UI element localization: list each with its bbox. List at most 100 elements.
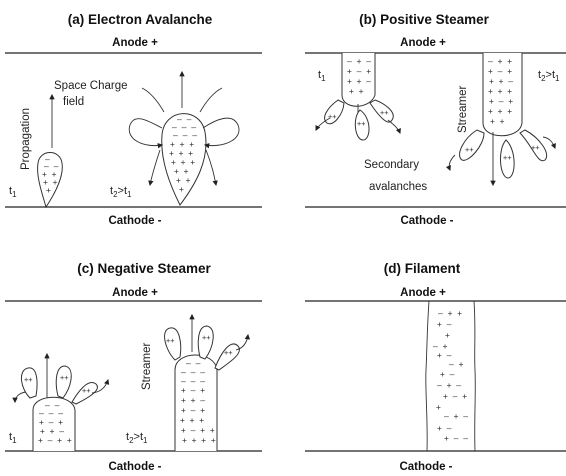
secondary-avalanche xyxy=(56,366,71,398)
secondary-label: Secondary xyxy=(364,159,419,171)
filament-left-edge xyxy=(426,301,429,451)
charge-plus: + – + xyxy=(39,418,63,427)
charge-minus: – + xyxy=(433,342,448,351)
panel-b-t1-label: t1 xyxy=(318,69,326,83)
field-line-topright xyxy=(200,88,222,112)
field-loop-right xyxy=(203,118,239,145)
charge-plus: + + + + xyxy=(182,436,216,445)
charge-plus: + + + xyxy=(170,140,194,149)
panel-b-cathode-label: Cathode - xyxy=(400,215,453,227)
charge-minus: – – – xyxy=(39,409,63,418)
charge-plus: + xyxy=(436,403,441,412)
panel-b-t2-label: t2>t1 xyxy=(538,69,560,83)
filament-right-edge xyxy=(474,301,475,451)
filament-charges: – + + + – + – + + – – + + – – + – + – + … xyxy=(433,309,468,443)
field-line-topleft xyxy=(142,88,164,112)
charge-plus: + – xyxy=(440,370,455,379)
charge-plus: + + xyxy=(176,176,191,185)
charge-plus: + + + xyxy=(180,416,204,425)
panel-d-cathode-label: Cathode - xyxy=(399,461,452,473)
charge-plus: + + xyxy=(174,167,189,176)
secondary-arrow xyxy=(388,120,400,133)
charge-plus: ++ xyxy=(166,337,174,345)
charge-plus: ++ xyxy=(328,113,336,121)
panel-c-t2-label: t2>t1 xyxy=(126,431,148,445)
panel-c-t1-label: t1 xyxy=(9,431,17,445)
panel-c-cathode-label: Cathode - xyxy=(108,461,161,473)
panel-b-title: (b) Positive Steamer xyxy=(359,12,490,27)
charge-plus: + – + xyxy=(488,67,512,76)
charge-plus: + – xyxy=(437,320,452,329)
charge-plus: + + – xyxy=(347,77,371,86)
charge-plus: + xyxy=(46,186,51,195)
charge-minus: – – – xyxy=(181,368,205,377)
panel-c: (c) Negative Steamer Anode + Cathode - –… xyxy=(5,261,262,473)
charge-plus: + + + xyxy=(488,87,512,96)
charge-plus: ++ xyxy=(380,109,388,117)
charge-plus: ++ xyxy=(60,374,68,382)
charge-plus: + + – xyxy=(181,396,205,405)
charge-plus: + – + xyxy=(489,97,513,106)
charge-plus: + – + xyxy=(181,386,205,395)
charge-plus: ++ xyxy=(357,120,365,128)
charge-plus: + + + xyxy=(488,107,512,116)
secondary-arrow xyxy=(543,137,555,148)
charge-plus: + + + xyxy=(171,158,195,167)
charge-plus: + + – xyxy=(489,77,513,86)
charge-minus: – – – xyxy=(173,131,197,140)
charge-plus: + + – xyxy=(40,427,64,436)
propagation-label: Propagation xyxy=(20,108,32,170)
secondary-avalanche xyxy=(198,326,213,359)
panel-d: (d) Filament Anode + Cathode - – + + + –… xyxy=(305,261,566,473)
panel-a-anode-label: Anode + xyxy=(112,37,158,49)
charge-minus: – – – xyxy=(181,377,205,386)
charge-plus: + xyxy=(179,185,184,194)
charge-plus: – + xyxy=(449,360,464,369)
panel-c-streamer-label: Streamer xyxy=(141,343,153,390)
field-line-bottomleft xyxy=(150,150,160,185)
charge-minus: – – xyxy=(186,359,201,368)
panel-b-streamer-label: Streamer xyxy=(457,86,469,133)
long-streamer-charges: – + + + – + + + – + + + + – + + + + + + xyxy=(488,57,513,126)
panel-a-t1-label: t1 xyxy=(9,185,17,199)
charge-plus: + – xyxy=(437,351,452,360)
charge-plus: + + xyxy=(349,87,364,96)
charge-plus: ++ xyxy=(224,349,232,357)
charge-plus: + + + xyxy=(169,149,193,158)
charge-plus: ++ xyxy=(202,334,210,342)
field-line-bottomright xyxy=(206,150,216,185)
panel-a-cathode-label: Cathode - xyxy=(108,215,161,227)
panel-a-title: (a) Electron Avalanche xyxy=(68,12,213,27)
charge-minus: – + – xyxy=(444,412,468,421)
panel-a-t2-label: t2>t1 xyxy=(110,185,132,199)
space-charge-label: Space Charge xyxy=(54,80,128,92)
charge-plus: + – + xyxy=(181,406,205,415)
charge-plus: ++ xyxy=(82,387,90,395)
panel-b-anode-label: Anode + xyxy=(400,37,446,49)
charge-plus: ++ xyxy=(24,376,32,384)
panel-c-title: (c) Negative Steamer xyxy=(77,261,211,276)
charge-plus: + – + xyxy=(347,67,371,76)
charge-plus: + xyxy=(445,331,450,340)
charge-plus: + – – xyxy=(444,434,468,443)
panel-b: (b) Positive Steamer Anode + Cathode - –… xyxy=(305,12,566,227)
panel-d-title: (d) Filament xyxy=(384,261,461,276)
charge-plus: ++ xyxy=(503,154,511,162)
panel-d-anode-label: Anode + xyxy=(400,287,446,299)
avalanches-label: avalanches xyxy=(369,181,427,193)
charge-plus: + – xyxy=(437,424,452,433)
field-label: field xyxy=(63,96,84,108)
charge-plus: ++ xyxy=(531,144,539,152)
panel-c-anode-label: Anode + xyxy=(112,287,158,299)
charge-plus: ++ xyxy=(465,146,473,154)
secondary-arrow xyxy=(449,155,455,170)
charge-minus: – + – xyxy=(437,381,461,390)
panel-a: (a) Electron Avalanche Anode + Cathode -… xyxy=(5,12,262,227)
charge-minus: – + + xyxy=(488,57,512,66)
charge-minus: – + – xyxy=(347,57,371,66)
charge-plus: + – + + xyxy=(181,426,215,435)
secondary-arrow xyxy=(15,392,26,402)
field-loop-left xyxy=(129,119,162,146)
charge-plus: + – + + xyxy=(38,436,72,445)
